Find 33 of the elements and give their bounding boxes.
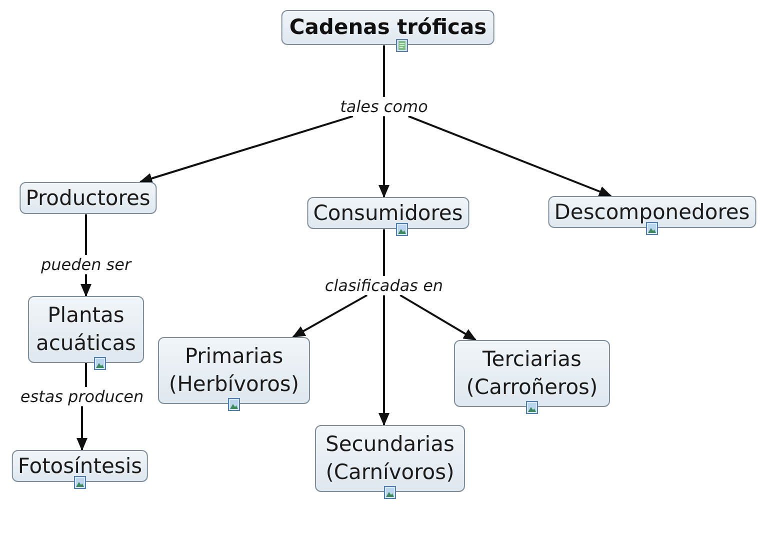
arrow [378, 295, 390, 426]
concept-text: Primarias (Herbívoros) [168, 344, 300, 396]
connector-line [383, 229, 385, 276]
concept-text: Descomponedores [554, 200, 750, 224]
linking-phrase: estas producen [18, 387, 146, 406]
connector-line [383, 45, 385, 97]
connector-line [85, 362, 87, 387]
arrow [378, 116, 390, 198]
linking-phrase: pueden ser [38, 255, 134, 274]
arrow [80, 274, 92, 297]
arrow [139, 115, 354, 184]
arrow [292, 294, 368, 338]
concept-box [28, 296, 144, 363]
concept-text: Cadenas tróficas [289, 15, 487, 39]
arrow [408, 115, 612, 197]
concept-box [158, 337, 310, 404]
concept-text: Productores [26, 186, 150, 210]
concept-text: Consumidores [313, 201, 463, 225]
concept-box [548, 196, 756, 228]
concept-box [454, 340, 610, 407]
connector-line [85, 214, 87, 255]
concept-box [315, 425, 465, 492]
concept-box [20, 182, 156, 214]
concept-text: Plantas acuáticas [36, 303, 136, 356]
concept-text: Fotosíntesis [18, 454, 142, 478]
linking-phrase: tales como [338, 97, 430, 116]
concept-box [307, 197, 469, 230]
concept-box [12, 450, 148, 482]
concept-text: Terciarias (Carroñeros) [466, 347, 598, 400]
title-box [281, 10, 495, 46]
concept-text: Secundarias (Carnívoros) [326, 432, 454, 484]
arrow [76, 406, 88, 451]
arrow [400, 294, 477, 341]
